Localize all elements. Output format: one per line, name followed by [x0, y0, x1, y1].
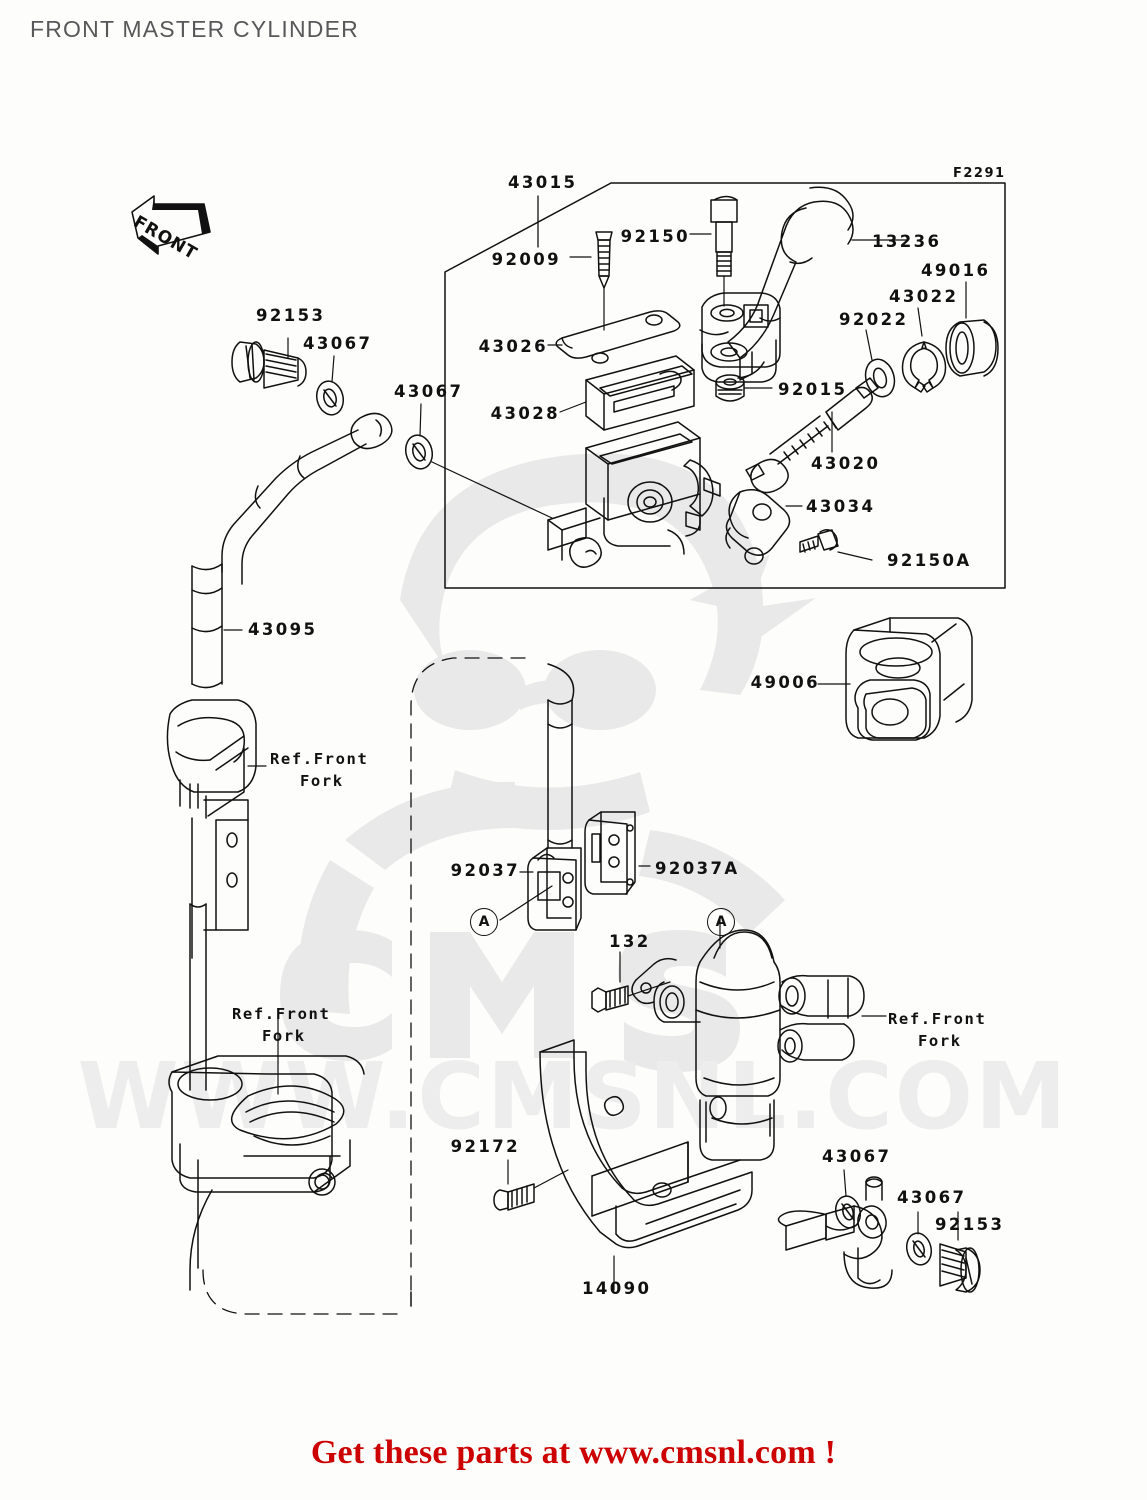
ref-fork-right-line1: Ref.Front	[888, 1010, 987, 1028]
label-92015: 92015	[778, 380, 848, 399]
fork-outline-dashed	[202, 657, 532, 1315]
part-92015-nut	[715, 374, 745, 402]
label-43020: 43020	[811, 454, 881, 473]
callout-a-left: A	[470, 908, 498, 936]
part-92150-bolt	[710, 195, 738, 277]
svg-text:WWW.CMSNL.COM: WWW.CMSNL.COM	[77, 1043, 1068, 1150]
part-49016-cap	[945, 319, 999, 377]
label-43067-a: 43067	[303, 334, 373, 353]
assembly-box-43015	[444, 182, 1006, 589]
label-92150: 92150	[620, 227, 690, 246]
part-49006-boot	[845, 617, 973, 741]
leader-92172-link	[533, 1169, 569, 1189]
label-92022: 92022	[839, 310, 909, 329]
ref-fork-lower-line2: Fork	[262, 1027, 306, 1045]
part-92153-bolt-upper	[231, 341, 307, 389]
leader-43028	[559, 401, 587, 413]
part-master-cylinder-upper	[699, 292, 781, 383]
callout-a-right: A	[707, 908, 735, 936]
leader-43067-b2	[431, 461, 553, 519]
leader-132-link	[627, 981, 671, 997]
label-92009: 92009	[491, 250, 561, 269]
label-92153-lower: 92153	[935, 1215, 1005, 1234]
label-92153-upper: 92153	[256, 306, 326, 325]
leader-43022	[917, 307, 923, 337]
ref-fork-right-line2: Fork	[918, 1032, 962, 1050]
part-43020-piston	[745, 377, 879, 494]
leader-43067-a	[331, 355, 335, 383]
front-direction-badge: FRONT	[128, 190, 218, 270]
part-43067-washer-a	[315, 380, 345, 416]
ref-front-fork-lower-clamp	[168, 1055, 365, 1291]
part-92022-washer	[864, 358, 896, 398]
label-49016: 49016	[921, 261, 991, 280]
leader-92022	[865, 329, 873, 361]
part-92037A-clamp	[584, 811, 636, 895]
label-43095: 43095	[248, 620, 318, 639]
brake-hose-lower-left	[189, 903, 207, 1091]
part-92009-screw	[595, 231, 613, 289]
page-title: FRONT MASTER CYLINDER	[30, 16, 359, 42]
label-132: 132	[609, 932, 651, 951]
part-master-cylinder-body	[547, 421, 721, 568]
part-43067-washer-lower-a	[834, 1195, 862, 1229]
part-43067-washer-b	[404, 434, 434, 470]
brake-hose-centre	[547, 663, 575, 849]
label-92150A: 92150A	[887, 551, 972, 570]
part-14090-guard	[539, 1039, 753, 1249]
leader-92009	[569, 256, 605, 331]
part-92153-bolt-lower	[939, 1243, 981, 1293]
label-92037: 92037	[450, 861, 520, 880]
part-92037-clamp	[527, 847, 582, 931]
leader-43067-lower-a	[843, 1169, 847, 1197]
label-43015: 43015	[508, 173, 578, 192]
label-92172: 92172	[450, 1137, 520, 1156]
brake-hose-lower-right	[777, 1176, 893, 1289]
diagram-code: F2291	[953, 166, 1006, 181]
part-132-bolt	[591, 985, 629, 1013]
label-43067-d: 43067	[897, 1188, 967, 1207]
label-43026: 43026	[478, 337, 548, 356]
part-43026-cap	[555, 310, 681, 364]
leader-92150	[689, 233, 725, 307]
footer-promo-text: Get these parts at www.cmsnl.com !	[310, 1434, 837, 1471]
part-43095-hose-upper	[191, 412, 393, 689]
part-92172-screw	[493, 1183, 535, 1211]
part-43067-washer-lower-b	[905, 1232, 933, 1266]
leader-92150A	[837, 551, 873, 561]
label-92037A: 92037A	[655, 859, 740, 878]
label-43028: 43028	[490, 404, 560, 423]
leader-92037-A	[499, 885, 553, 921]
watermark-text: WWW.CMSNL.COM	[77, 1043, 1068, 1150]
part-43022-circlip	[901, 341, 947, 393]
leader-43067-b	[419, 403, 422, 437]
label-14090: 14090	[582, 1279, 652, 1298]
part-43034-holder	[725, 489, 791, 565]
label-43034: 43034	[806, 497, 876, 516]
front-arrow-icon	[131, 195, 211, 255]
part-92150A-bolt	[799, 529, 839, 553]
part-43028-diaphragm	[585, 355, 695, 431]
label-49006: 49006	[750, 673, 820, 692]
ref-front-fork-upper-bracket	[166, 699, 257, 959]
ref-fork-lower-line1: Ref.Front	[232, 1005, 331, 1023]
ref-front-fork-caliper	[631, 929, 865, 1161]
label-43022: 43022	[889, 287, 959, 306]
label-13236: 13236	[872, 232, 942, 251]
label-43067-c: 43067	[822, 1147, 892, 1166]
label-43067-b: 43067	[394, 382, 464, 401]
ref-fork-upper-line1: Ref.Front	[270, 750, 369, 768]
ref-fork-upper-line2: Fork	[300, 772, 344, 790]
